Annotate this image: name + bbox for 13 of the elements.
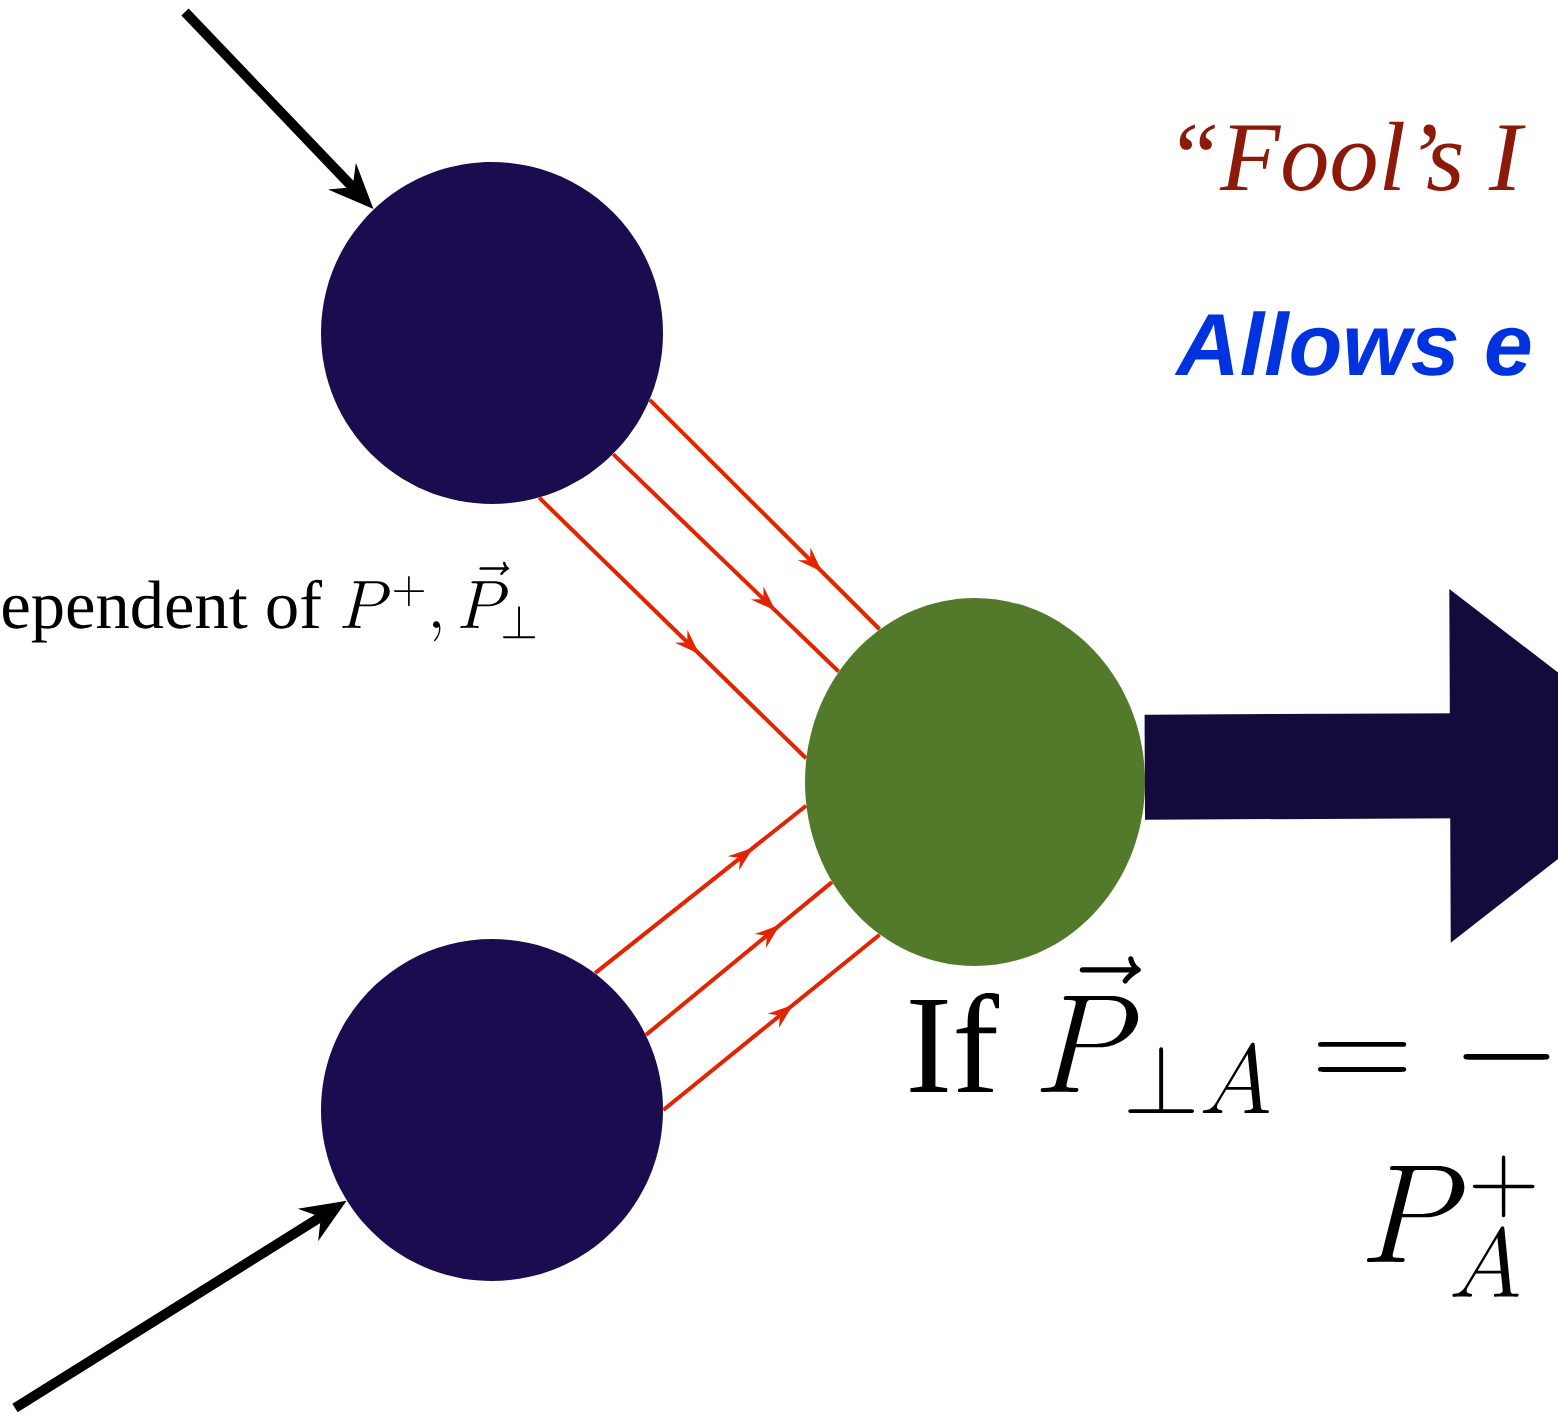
heading-text: “Fool’s I — [1179, 121, 1526, 191]
formula-text: $\mathrm{If}\ \vec{P}_{\perp A} = -$ — [910, 956, 1550, 1114]
blob-circle — [321, 161, 663, 504]
arrow — [662, 933, 881, 1112]
arrow — [644, 880, 834, 1037]
formula-text: $\mathrm{ependent\ of}\ P^{+}, \vec{P}_{\perp}$ — [3, 561, 536, 643]
formula-text: $P_{A}^{+}$ — [1367, 1155, 1535, 1297]
blob-circle — [321, 939, 663, 1281]
arrow — [537, 496, 808, 760]
arrow — [593, 804, 808, 975]
arrow — [648, 398, 881, 631]
arrow — [611, 452, 840, 673]
subheading-text: Allows e — [1174, 311, 1531, 376]
